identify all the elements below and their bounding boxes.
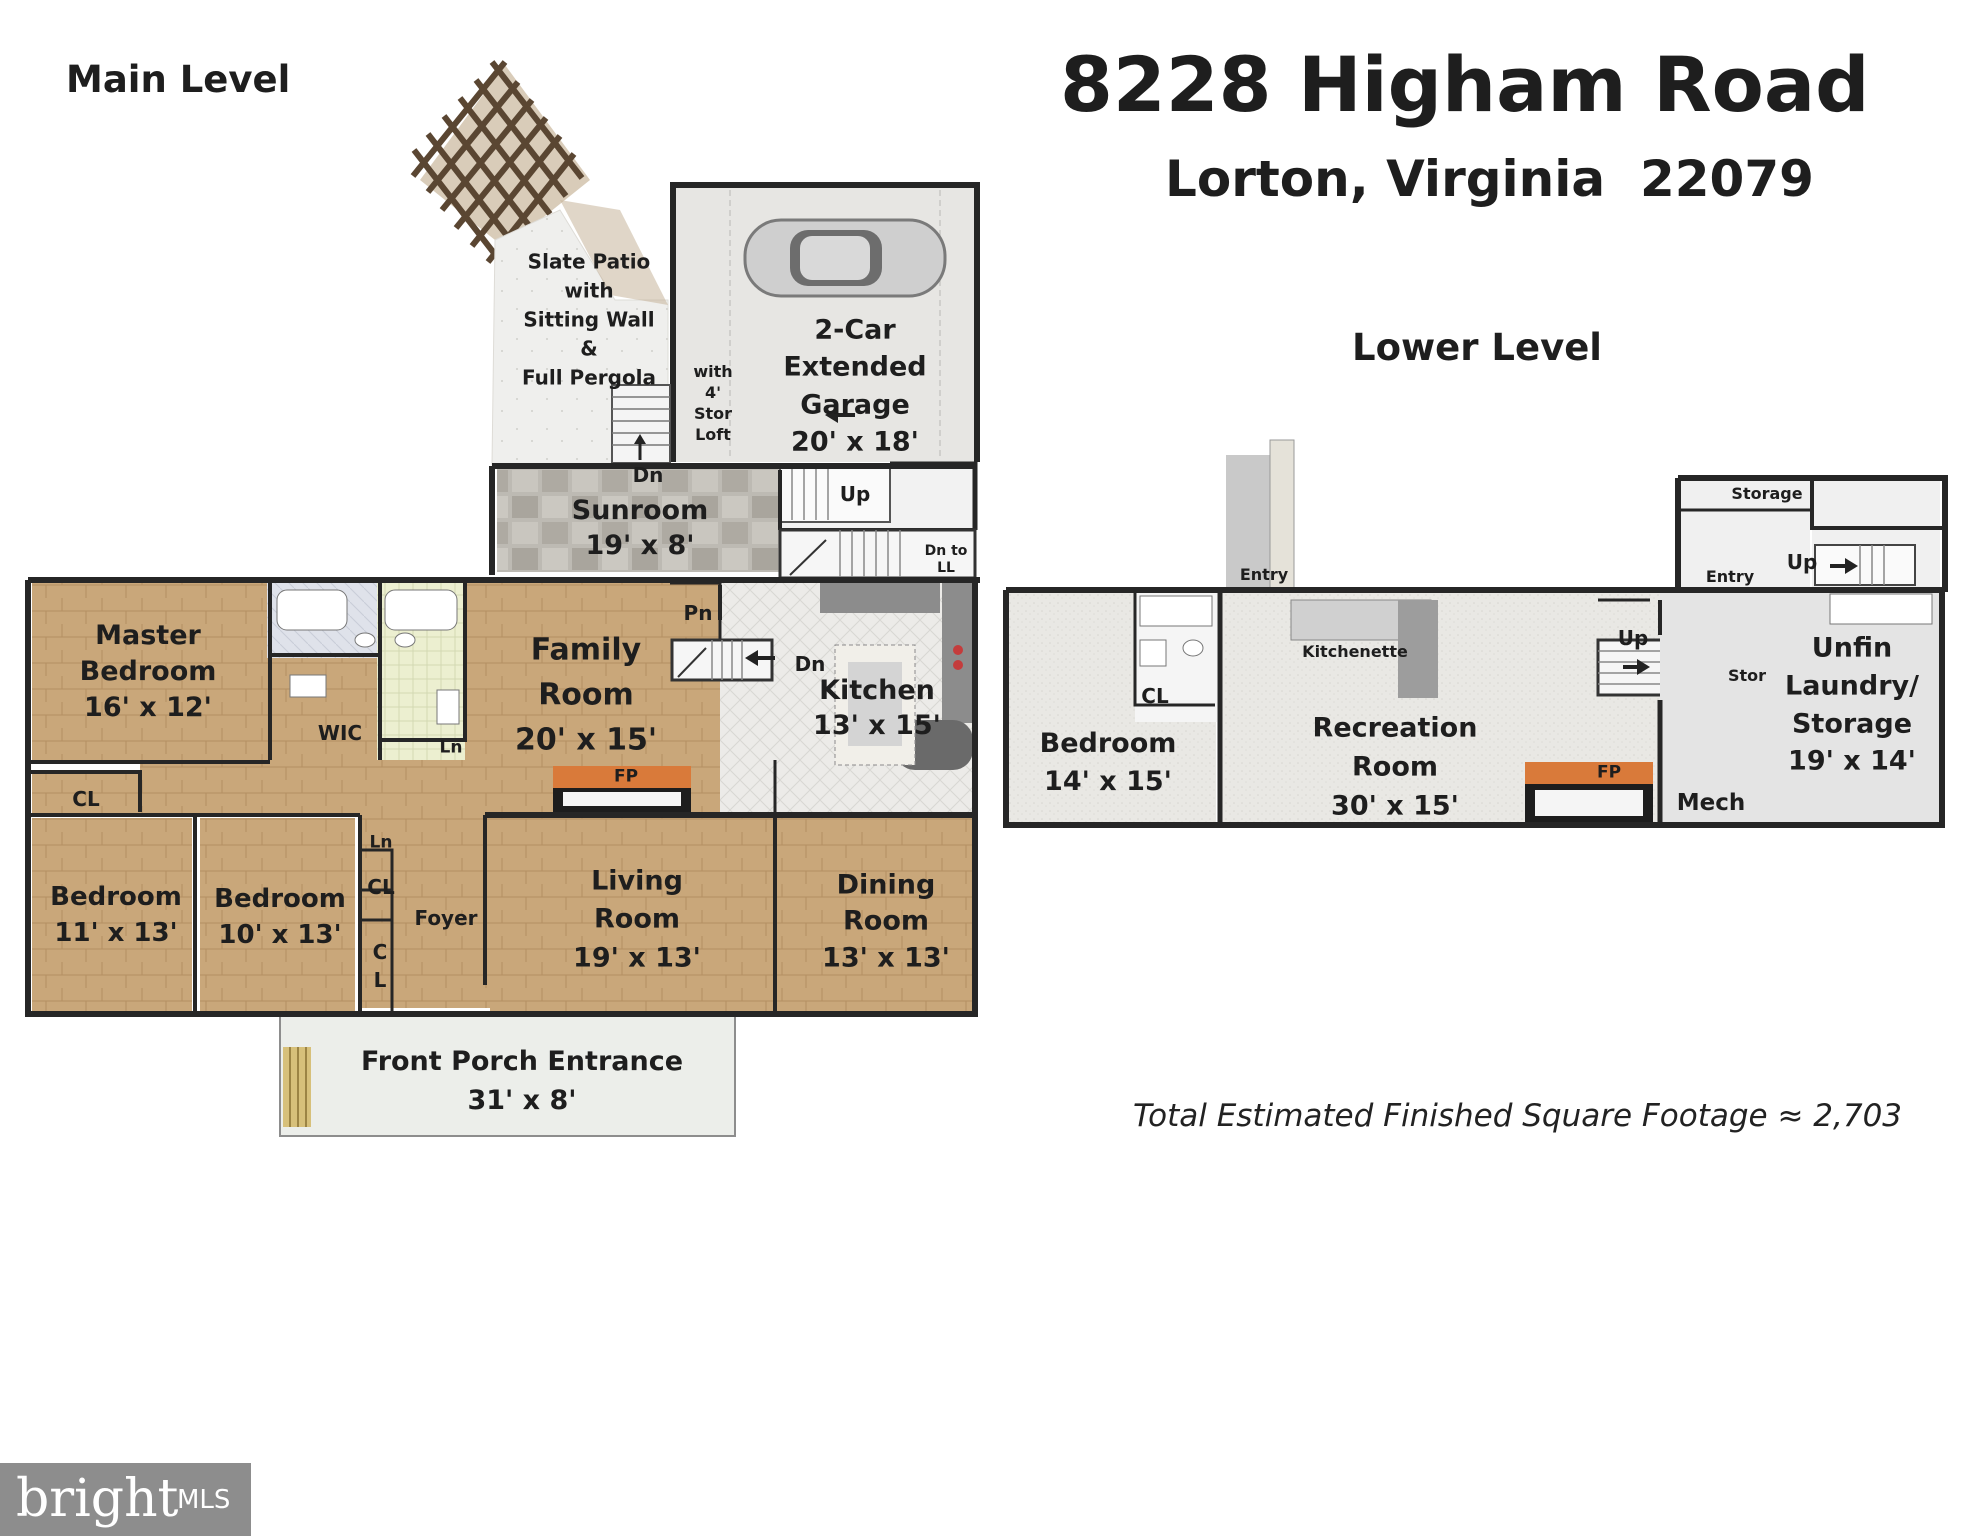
front-porch	[279, 1015, 736, 1137]
bright-mls-logo: bright MLS	[0, 1463, 251, 1536]
logo-brand: bright	[16, 1469, 179, 1529]
city-subtitle: Lorton, Virginia 22079	[1165, 150, 1814, 208]
garage-stair-up-label: Up	[839, 481, 871, 506]
mechanical-label: Mech	[1676, 789, 1746, 816]
ll-stair-up-label: Up	[1617, 625, 1649, 650]
kitchenette-label: Kitchenette	[1302, 642, 1408, 662]
living-room-floor	[490, 818, 775, 1013]
pantry-label: Pn	[683, 600, 713, 625]
linen-closet-label: Ln	[439, 737, 463, 758]
foyer-label: Foyer	[414, 905, 478, 930]
ll-fireplace	[1525, 762, 1653, 784]
laundry-floor	[1660, 588, 1940, 824]
ll-storage-label: Storage	[1731, 484, 1803, 504]
walk-in-closet-label: WIC	[317, 720, 363, 745]
hall-closet-2-label: CL	[367, 874, 395, 899]
main-level-heading: Main Level	[66, 58, 291, 101]
pergola	[410, 60, 590, 268]
sunroom-floor	[497, 466, 780, 572]
square-footage-note: Total Estimated Finished Square Footage …	[1133, 1098, 1903, 1134]
ll-annex-up-label: Up	[1786, 549, 1818, 574]
logo-suffix: MLS	[177, 1485, 231, 1515]
bedroom-3-floor	[200, 818, 355, 1013]
ll-entry-left-label: Entry	[1239, 565, 1289, 585]
ll-stor-label: Stor	[1727, 666, 1767, 686]
address-title: 8228 Higham Road	[1060, 40, 1870, 129]
ll-fireplace-label: FP	[1596, 762, 1622, 783]
car-icon	[743, 218, 947, 298]
master-bedroom-floor	[32, 583, 267, 760]
lower-level-heading: Lower Level	[1352, 326, 1602, 369]
bedroom-2-floor	[32, 818, 192, 1013]
main-fireplace	[553, 766, 691, 788]
hall-linen-label: Ln	[369, 832, 393, 853]
ll-entry-right-label: Entry	[1705, 567, 1755, 587]
hall-closet-label: CL	[72, 786, 100, 811]
kitchen-stair-down-label: Dn	[794, 651, 826, 676]
dining-room-floor	[775, 818, 975, 1013]
sunroom-stair-down-label: Dn	[632, 462, 664, 487]
main-fireplace-label: FP	[613, 766, 639, 787]
ll-closet-label: CL	[1141, 683, 1169, 708]
